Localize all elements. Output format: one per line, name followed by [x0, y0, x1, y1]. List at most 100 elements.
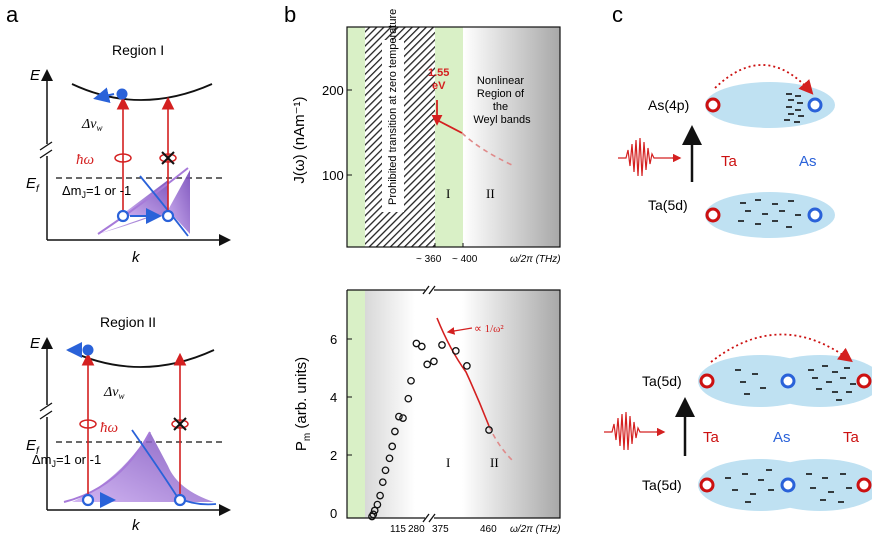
grey-left-gradient — [365, 290, 415, 518]
prohibited-label: Prohibited transition at zero temperatur… — [387, 9, 399, 205]
k-label-1: k — [132, 249, 141, 266]
electron-dot — [116, 88, 128, 100]
orbital-lower-top — [705, 192, 835, 238]
panel-a-letter: a — [6, 2, 19, 27]
scatter-point — [388, 442, 397, 451]
top-atom-right: As — [799, 153, 817, 170]
circular-polarization-icon — [114, 153, 132, 163]
green-band-left — [347, 27, 365, 247]
panel-b-letter: b — [284, 2, 296, 27]
scatter-point — [391, 427, 399, 436]
as-atom-icon-2 — [807, 207, 823, 223]
orbital-lower-bottom — [758, 459, 872, 511]
ytick-bottom-4: 4 — [330, 390, 337, 405]
hole-left — [116, 209, 130, 223]
grey-region-2 — [463, 27, 560, 247]
ev-value: 1.55 — [428, 67, 449, 79]
top-lower-orbital: Ta(5d) — [648, 197, 688, 213]
delta-mj-label-2: ΔmJ=1 or -1 — [32, 452, 101, 469]
chart-top-frame — [346, 26, 561, 248]
electron-dashes-top — [738, 93, 804, 228]
scatter-point — [395, 412, 403, 421]
fermi-label-2: Ef — [26, 437, 40, 457]
scatter-point — [404, 394, 413, 403]
region-II-label-bottom: II — [490, 455, 499, 470]
as-atom-icon — [807, 97, 823, 113]
region-I-label-bottom: I — [446, 455, 450, 470]
chart-top — [346, 26, 561, 248]
scatter-point — [385, 454, 394, 463]
bottom-lower-orbital: Ta(5d) — [642, 477, 682, 493]
scatter-point — [378, 478, 387, 487]
scatter-point — [407, 376, 415, 385]
xtick-bottom-280: 280 — [408, 524, 425, 535]
ta-atom-icon-2 — [705, 207, 721, 223]
xunit-bottom: ω/2π (THz) — [510, 524, 561, 535]
charge-transfer-arrow-2 — [710, 333, 853, 363]
energy-label-2: E — [30, 335, 41, 352]
chart-bottom — [346, 285, 561, 523]
scatter-point — [373, 500, 382, 509]
delta-v-label-1: Δvw — [81, 117, 102, 133]
hbar-omega-label-1: ħω — [76, 152, 94, 168]
scatter-point — [423, 360, 432, 369]
region-2-diagram — [39, 337, 231, 516]
ytick-bottom-6: 6 — [330, 332, 337, 347]
series-line-dashed — [461, 132, 513, 166]
region-II-label-top: II — [486, 186, 495, 201]
bottom-atom-right: Ta — [843, 429, 860, 446]
cone-right-branch — [139, 175, 189, 237]
scheme-top — [618, 64, 835, 238]
electron-dashes-bottom — [725, 365, 856, 503]
ta-atom-icon — [705, 97, 721, 113]
top-upper-orbital: As(4p) — [648, 97, 689, 113]
xtick-bottom-115: 115 — [390, 524, 406, 535]
scatter-point — [430, 357, 438, 366]
region-2-title: Region II — [100, 314, 156, 330]
cone-left-branch — [97, 167, 189, 235]
ev-unit: eV — [432, 80, 446, 92]
xtick-bottom-375: 375 — [432, 524, 449, 535]
charge-transfer-arrow — [714, 64, 814, 95]
ylabel-bottom: Pm (arb. units) — [293, 357, 313, 451]
delta-mj-label-1: ΔmJ=1 or -1 — [62, 183, 131, 200]
ytick-top-200: 200 — [322, 83, 344, 98]
light-pulse-icon — [618, 137, 672, 177]
delta-v-label-2: Δvw — [103, 385, 124, 401]
xtick-bottom-460: 460 — [480, 524, 497, 535]
fit-curve-dashed — [488, 425, 513, 461]
xunit-top: ω/2π (THz) — [510, 254, 561, 265]
ytick-bottom-0: 0 — [330, 506, 337, 521]
circular-polarization-icon-4 — [171, 419, 189, 429]
orbital-upper-bottom — [758, 355, 872, 407]
circular-polarization-icon-2 — [159, 153, 177, 163]
scatter-points — [368, 339, 493, 521]
hbar-omega-label-2: ħω — [100, 420, 118, 436]
nonlinear-label: Nonlinear Region of the Weyl bands — [473, 75, 531, 126]
scatter-point — [438, 341, 446, 349]
k-label-2: k — [132, 517, 141, 534]
xtick-top-400: ~ 400 — [452, 254, 478, 265]
region-1-title: Region I — [112, 42, 164, 58]
light-pulse-icon-2 — [604, 411, 656, 451]
region-I-label-top: I — [446, 186, 450, 201]
scatter-point — [417, 342, 426, 351]
scatter-point — [381, 466, 390, 475]
circular-polarization-icon-3 — [79, 419, 97, 429]
panel-c-letter: c — [612, 2, 623, 27]
ytick-top-100: 100 — [322, 168, 344, 183]
scatter-point — [485, 426, 493, 434]
scatter-point — [463, 362, 471, 370]
region-1-diagram — [39, 69, 231, 246]
hole-left-2 — [81, 493, 95, 507]
energy-label-1: E — [30, 67, 41, 84]
electron-dot-2 — [82, 344, 94, 356]
scheme-bottom — [604, 333, 872, 511]
hole-right-2 — [173, 493, 187, 507]
bottom-atom-left: Ta — [703, 429, 720, 446]
ylabel-top: J(ω) (nAm⁻¹) — [291, 96, 308, 183]
green-band-region-1 — [435, 27, 463, 247]
upper-band — [71, 83, 213, 101]
top-atom-left: Ta — [721, 153, 738, 170]
